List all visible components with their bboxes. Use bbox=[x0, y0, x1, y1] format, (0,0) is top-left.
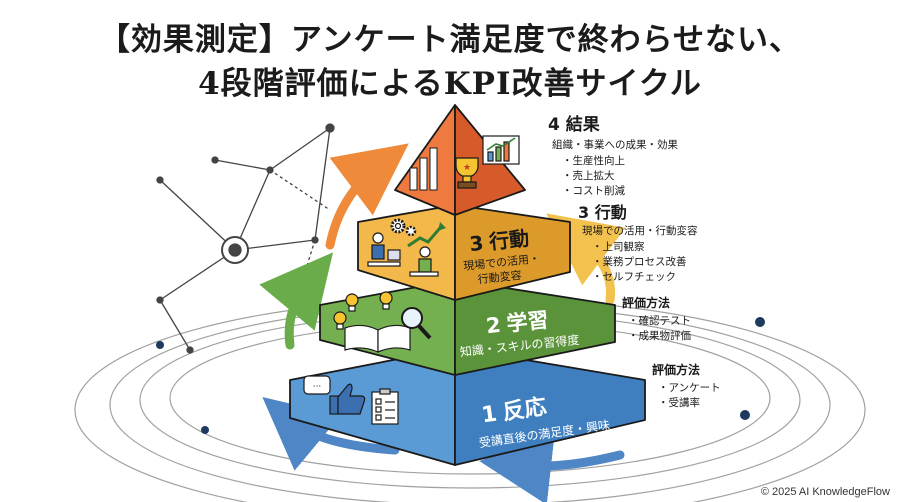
book-icon bbox=[344, 324, 411, 353]
arrow-bottom-left bbox=[262, 396, 400, 471]
level-3-tier bbox=[357, 204, 571, 301]
level-3-item-1: ・上司観察 bbox=[592, 240, 645, 253]
level-3-side-heading: 3 行動 bbox=[578, 203, 627, 222]
level-1-item-2: ・受講率 bbox=[658, 396, 700, 409]
level-3-item-2: ・業務プロセス改善 bbox=[592, 255, 687, 268]
thumbs-up-icon bbox=[329, 383, 366, 415]
level-2-item-2: ・成果物評価 bbox=[628, 329, 691, 342]
chat-bubble-icon: ··· bbox=[303, 375, 331, 395]
checklist-icon bbox=[371, 388, 399, 425]
level-3-side-subheading: 現場での活用・行動変容 bbox=[582, 224, 698, 237]
lightbulb-icon bbox=[333, 291, 393, 330]
level-4-item-2: ・売上拡大 bbox=[562, 169, 615, 182]
gear-icon bbox=[390, 218, 417, 237]
svg-text:★: ★ bbox=[463, 163, 471, 173]
cycle-arrows bbox=[259, 143, 626, 502]
network-icon bbox=[156, 123, 335, 354]
level-2-item-1: ・確認テスト bbox=[628, 314, 691, 327]
people-desk-icon bbox=[367, 232, 439, 277]
title-line-1: 【効果測定】アンケート満足度で終わらせない、 bbox=[98, 22, 802, 58]
bar-chart-icon bbox=[482, 135, 520, 165]
rising-arrows-icon bbox=[409, 147, 438, 191]
decor-dots bbox=[156, 317, 765, 434]
arrow-orange-left bbox=[325, 143, 409, 250]
level-3-item-3: ・セルフチェック bbox=[592, 271, 676, 283]
arrow-yellow-right bbox=[546, 213, 626, 305]
growth-arrow-icon bbox=[407, 222, 446, 248]
arrow-bottom-right bbox=[479, 433, 625, 502]
arrow-green-left bbox=[259, 252, 334, 350]
magnifier-icon bbox=[401, 307, 432, 340]
trophy-icon: ★ bbox=[455, 157, 479, 189]
level-4-side-subheading: 組織・事業への成果・効果 bbox=[552, 138, 678, 151]
level-4-side-heading: 4 結果 bbox=[548, 114, 600, 135]
copyright-text: © 2025 AI KnowledgeFlow bbox=[760, 486, 890, 498]
title-line-2: 4段階評価によるKPI改善サイクル bbox=[198, 66, 702, 102]
level-1-side-heading: 評価方法 bbox=[652, 362, 700, 377]
level-4-item-3: ・コスト削減 bbox=[562, 184, 625, 197]
level-4-item-1: ・生産性向上 bbox=[562, 154, 625, 167]
level-2-side-heading: 評価方法 bbox=[622, 295, 670, 310]
level-1-item-1: ・アンケート bbox=[658, 382, 721, 394]
level-3-subtitle-2: 行動変容 bbox=[477, 268, 522, 287]
svg-text:···: ··· bbox=[313, 382, 322, 392]
